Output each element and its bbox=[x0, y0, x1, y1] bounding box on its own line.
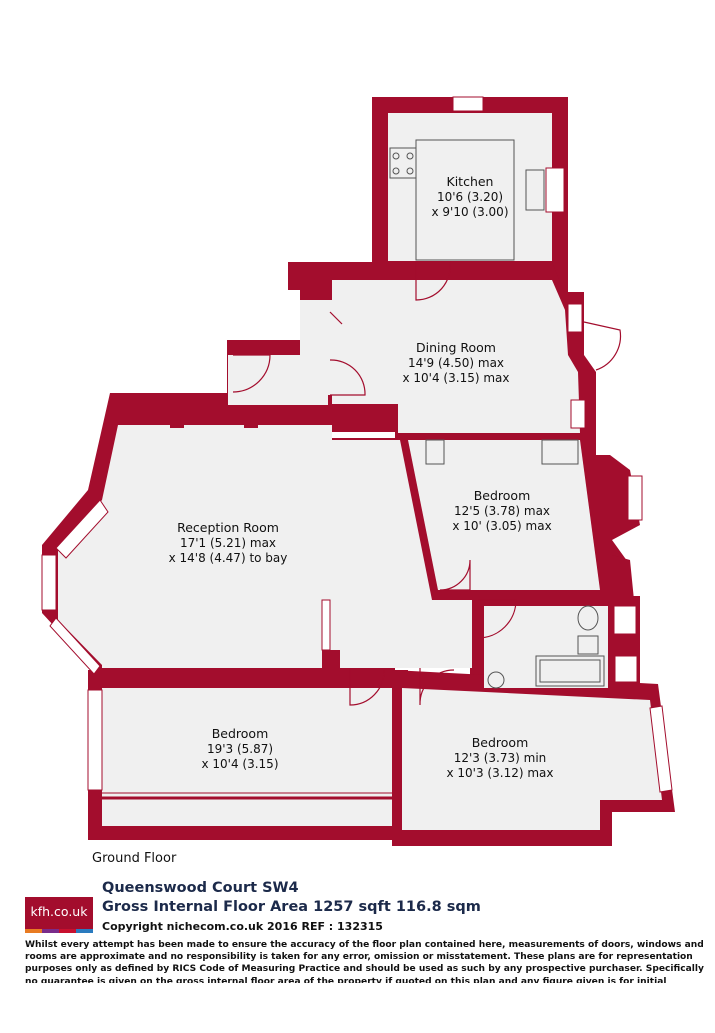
room-dim2: x 14'8 (4.47) to bay bbox=[169, 551, 288, 565]
room-label-kitchen: Kitchen 10'6 (3.20) x 9'10 (3.00) bbox=[431, 174, 508, 219]
room-label-dining-room: Dining Room 14'9 (4.50) max x 10'4 (3.15… bbox=[403, 340, 510, 385]
room-dim2: x 10'3 (3.12) max bbox=[447, 766, 554, 780]
property-name: Queenswood Court SW4 bbox=[102, 880, 299, 896]
agency-logo: kfh.co.uk bbox=[25, 897, 93, 933]
room-name: Reception Room bbox=[177, 520, 279, 535]
floor-area: Gross Internal Floor Area 1257 sqft 116.… bbox=[102, 899, 481, 915]
room-label-reception-room: Reception Room 17'1 (5.21) max x 14'8 (4… bbox=[169, 520, 288, 565]
floor-areas bbox=[58, 113, 662, 830]
fixtures bbox=[102, 139, 605, 800]
doors bbox=[232, 261, 622, 706]
disclaimer-text: Whilst every attempt has been made to en… bbox=[25, 940, 704, 983]
floor-label: Ground Floor bbox=[92, 851, 177, 866]
room-name: Bedroom bbox=[474, 488, 531, 503]
room-label-bedroom-upper: Bedroom 12'5 (3.78) max x 10' (3.05) max bbox=[452, 488, 551, 533]
copyright-line: Copyright nichecom.co.uk 2016 REF : 1323… bbox=[102, 920, 383, 933]
room-name: Bedroom bbox=[212, 726, 269, 741]
room-dim1: 17'1 (5.21) max bbox=[180, 536, 276, 550]
room-dim2: x 10'4 (3.15) max bbox=[403, 371, 510, 385]
room-dim2: x 10' (3.05) max bbox=[452, 519, 551, 533]
room-name: Dining Room bbox=[416, 340, 496, 355]
room-dim1: 14'9 (4.50) max bbox=[408, 356, 504, 370]
floor-plan: Kitchen 10'6 (3.20) x 9'10 (3.00) Dining… bbox=[41, 96, 675, 846]
room-name: Bedroom bbox=[472, 735, 529, 750]
windows bbox=[41, 96, 673, 793]
room-label-bedroom-left: Bedroom 19'3 (5.87) x 10'4 (3.15) bbox=[201, 726, 278, 771]
room-dim1: 12'3 (3.73) min bbox=[454, 751, 547, 765]
room-label-bedroom-right: Bedroom 12'3 (3.73) min x 10'3 (3.12) ma… bbox=[447, 735, 554, 780]
room-dim1: 19'3 (5.87) bbox=[207, 742, 273, 756]
room-dim1: 10'6 (3.20) bbox=[437, 190, 503, 204]
room-name: Kitchen bbox=[447, 174, 494, 189]
room-dim1: 12'5 (3.78) max bbox=[454, 504, 550, 518]
room-dim2: x 10'4 (3.15) bbox=[201, 757, 278, 771]
logo-stripes bbox=[25, 929, 93, 933]
room-dim2: x 9'10 (3.00) bbox=[431, 205, 508, 219]
